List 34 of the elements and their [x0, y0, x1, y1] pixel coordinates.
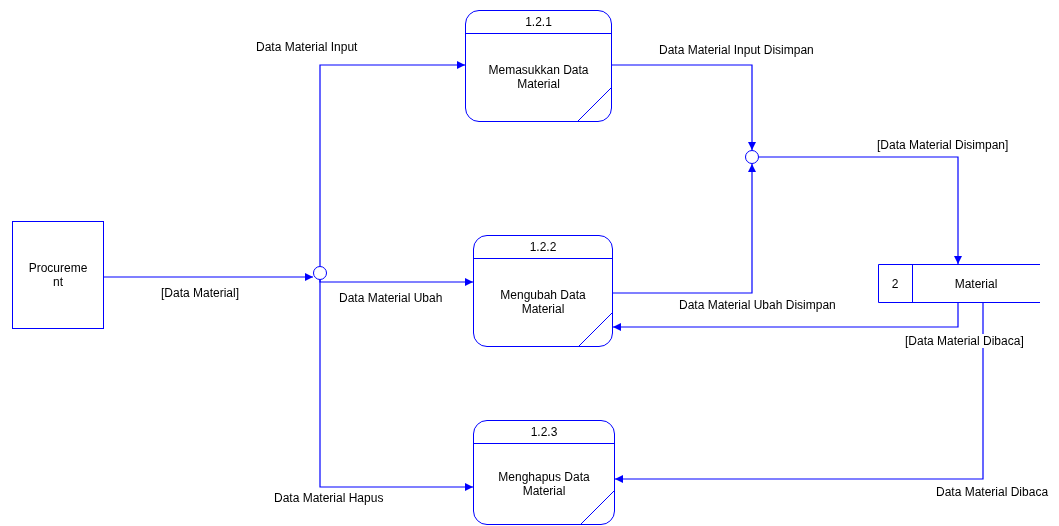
process-name: Menghapus Data Material — [497, 469, 591, 498]
edge-label: Data Material Input — [255, 40, 359, 54]
data-flow-arrow — [612, 163, 756, 294]
data-flow-arrow — [758, 156, 962, 265]
process-number: 1.2.2 — [529, 240, 557, 254]
edge-label: [Data Material Dibaca] — [904, 334, 1025, 348]
entity-name: Procureme nt — [27, 261, 89, 289]
process-name: Mengubah Data Material — [499, 288, 587, 316]
edge-label: Data Material Hapus — [273, 491, 385, 505]
edge-label: Data Material Ubah Disimpan — [678, 298, 837, 312]
data-flow-arrow — [103, 273, 314, 281]
data-flow-arrow — [614, 302, 984, 483]
junction-circle — [313, 266, 327, 280]
process-number: 1.2.3 — [530, 425, 558, 439]
data-flow-arrow — [611, 64, 756, 151]
edge-label: Data Material Dibaca — [935, 485, 1050, 499]
data-store — [878, 264, 1040, 303]
data-flow-arrow — [319, 278, 474, 286]
process-box — [465, 10, 612, 122]
process-name: Memasukkan Data Material — [487, 63, 590, 91]
store-name: Material — [953, 275, 999, 293]
data-flow-arrow — [319, 279, 474, 491]
edge-label: Data Material Input Disimpan — [658, 43, 815, 57]
process-box — [473, 235, 613, 347]
edge-label: [Data Material Disimpan] — [876, 138, 1010, 152]
external-entity-box — [12, 221, 104, 329]
edge-label: [Data Material] — [160, 286, 241, 300]
process-box — [473, 420, 615, 525]
process-number: 1.2.1 — [525, 15, 552, 29]
data-flow-arrow — [612, 302, 959, 331]
store-id: 2 — [890, 275, 900, 293]
edge-label: Data Material Ubah — [338, 291, 444, 305]
junction-circle — [745, 150, 759, 164]
data-flow-arrow — [319, 61, 466, 267]
